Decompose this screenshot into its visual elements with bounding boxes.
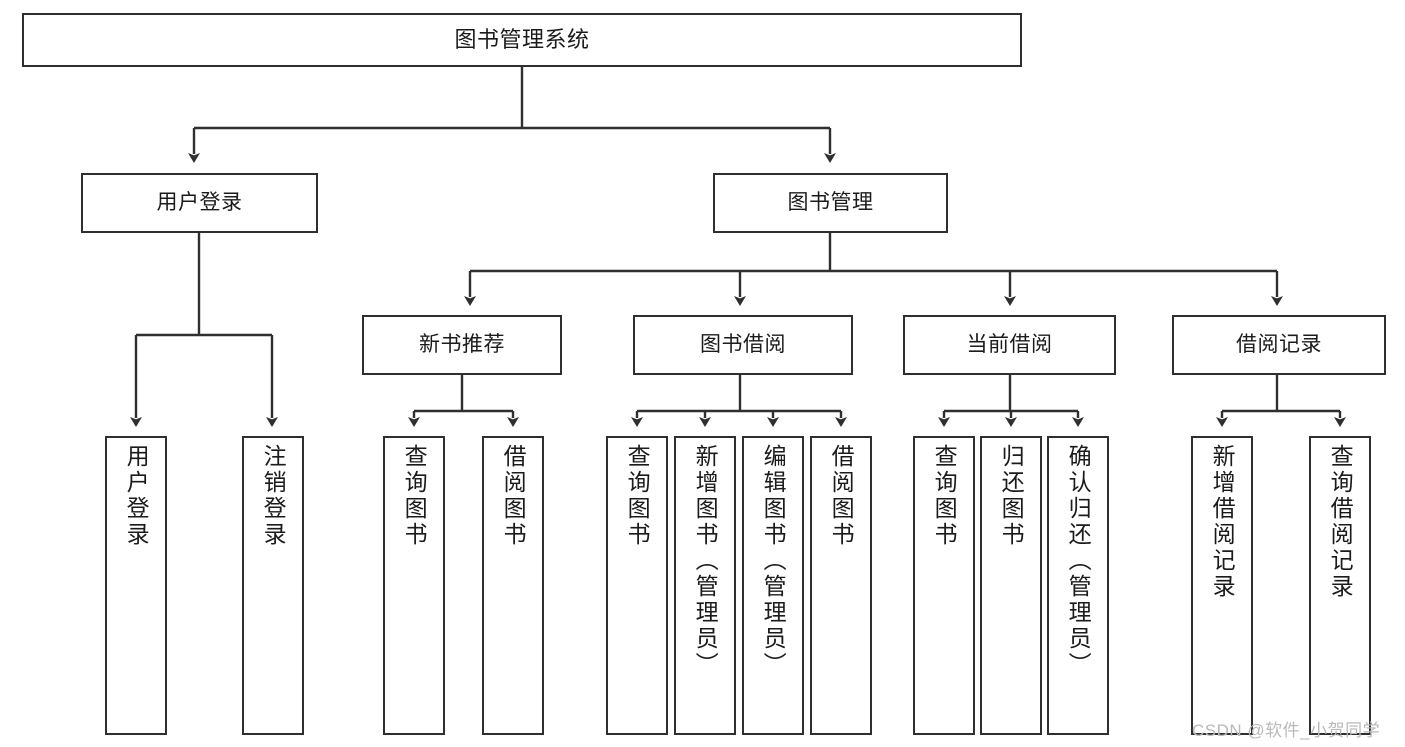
node-label: 图书管理 — [787, 191, 874, 215]
node-borrow-record[interactable]: 借阅记录 — [1172, 315, 1386, 375]
node-label: 注销登录 — [260, 444, 287, 548]
leaf-book-borrow-add[interactable]: 新增图书（管理员） — [674, 436, 736, 735]
node-label: 借阅图书 — [500, 444, 527, 548]
leaf-book-borrow-borrow[interactable]: 借阅图书 — [810, 436, 872, 735]
node-label: 新书推荐 — [419, 333, 505, 357]
node-label: 借阅记录 — [1236, 333, 1322, 357]
leaf-current-borrow-return[interactable]: 归还图书 — [980, 436, 1042, 735]
node-label: 查询图书 — [401, 444, 428, 548]
node-label: 当前借阅 — [966, 333, 1053, 357]
leaf-book-borrow-edit[interactable]: 编辑图书（管理员） — [742, 436, 804, 735]
leaf-new-book-borrow[interactable]: 借阅图书 — [482, 436, 544, 735]
node-label: 新增图书（管理员） — [692, 444, 719, 678]
leaf-user-login-login[interactable]: 用户登录 — [105, 436, 167, 735]
leaf-borrow-record-add[interactable]: 新增借阅记录 — [1191, 436, 1253, 735]
node-label: 用户登录 — [123, 444, 150, 548]
leaf-borrow-record-query[interactable]: 查询借阅记录 — [1309, 436, 1371, 735]
node-label: 查询图书 — [624, 444, 651, 548]
node-label: 归还图书 — [998, 444, 1025, 548]
node-label: 确认归还（管理员） — [1065, 444, 1092, 678]
node-label: 用户登录 — [156, 191, 243, 215]
node-label: 查询借阅记录 — [1327, 444, 1354, 600]
node-book-borrow[interactable]: 图书借阅 — [633, 315, 853, 375]
node-label: 借阅图书 — [828, 444, 855, 548]
leaf-book-borrow-query[interactable]: 查询图书 — [606, 436, 668, 735]
node-new-book-recommend[interactable]: 新书推荐 — [362, 315, 562, 375]
node-current-borrow[interactable]: 当前借阅 — [903, 315, 1116, 375]
node-user-login[interactable]: 用户登录 — [81, 173, 318, 233]
leaf-current-borrow-confirm-return[interactable]: 确认归还（管理员） — [1047, 436, 1109, 735]
leaf-new-book-query[interactable]: 查询图书 — [383, 436, 445, 735]
node-label: 编辑图书（管理员） — [760, 444, 787, 678]
node-label: 图书管理系统 — [454, 26, 590, 52]
leaf-current-borrow-query[interactable]: 查询图书 — [913, 436, 975, 735]
node-book-management[interactable]: 图书管理 — [713, 173, 948, 233]
node-label: 查询图书 — [931, 444, 958, 548]
node-label: 新增借阅记录 — [1209, 444, 1236, 600]
watermark-text: CSDN @软件_小贺同学 — [1192, 721, 1381, 740]
node-root-system[interactable]: 图书管理系统 — [22, 13, 1022, 67]
leaf-user-login-logout[interactable]: 注销登录 — [242, 436, 304, 735]
node-label: 图书借阅 — [700, 333, 786, 357]
